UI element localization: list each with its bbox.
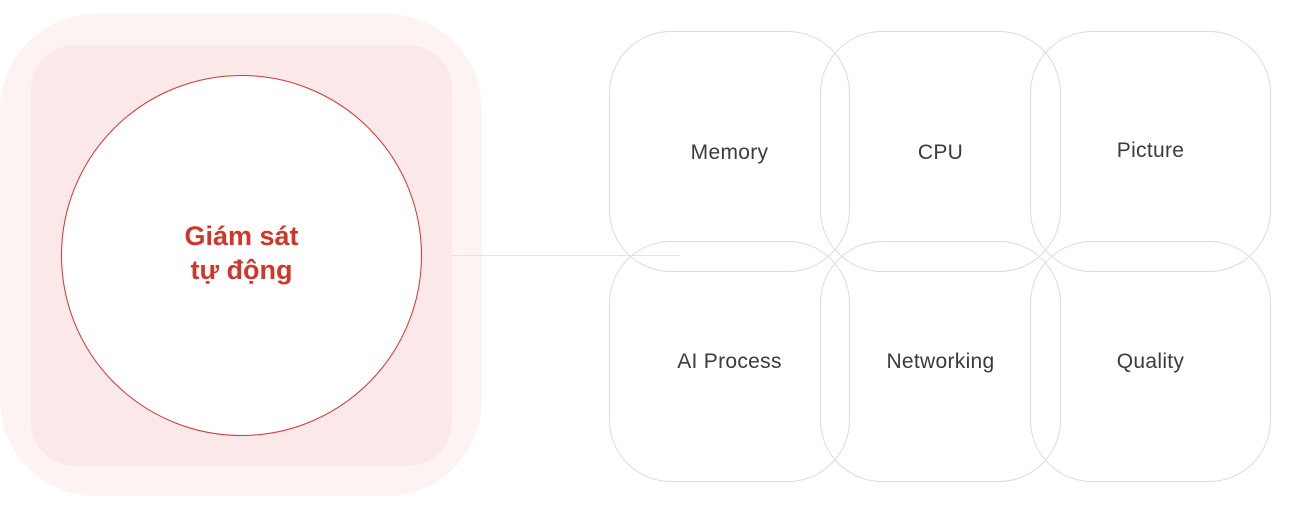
tile-picture: Picture xyxy=(1030,31,1271,272)
tile-cpu: CPU xyxy=(820,31,1061,272)
tile-label: CPU xyxy=(917,141,964,164)
center-label-line-2: tự động xyxy=(190,254,293,285)
tile-label: Picture xyxy=(1116,139,1185,162)
tile-label: AI Process xyxy=(677,349,782,373)
tile-memory: Memory xyxy=(609,31,850,272)
tile-networking: Networking xyxy=(820,241,1061,482)
tile-label: Quality xyxy=(1116,349,1185,373)
tile-quality: Quality xyxy=(1030,241,1271,482)
connector-line xyxy=(452,255,680,256)
tile-label: Memory xyxy=(690,141,769,164)
center-node-label: Giám sát tự động xyxy=(142,219,342,287)
tile-ai-process: AI Process xyxy=(609,241,850,482)
center-label-line-1: Giám sát xyxy=(184,220,299,251)
tile-label: Networking xyxy=(886,349,995,373)
center-node: Giám sát tự động xyxy=(61,75,422,436)
